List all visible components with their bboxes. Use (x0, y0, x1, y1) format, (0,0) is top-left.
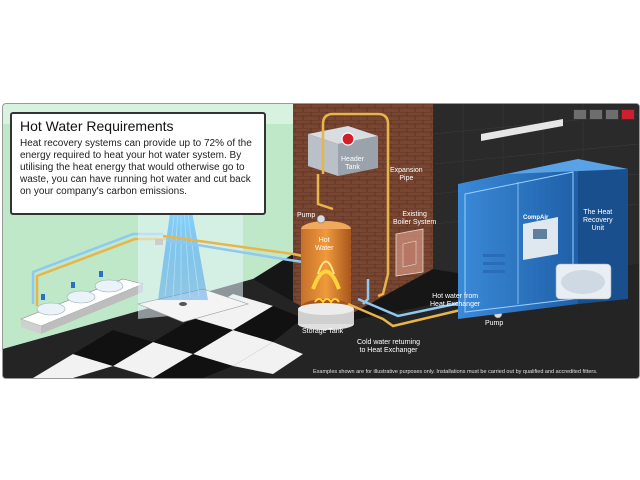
label-pump-top: Pump (297, 212, 316, 219)
disclaimer: Examples shown are for illustrative purp… (313, 369, 598, 375)
label-pump-bottom: Pump (485, 320, 504, 327)
pump-top-icon (316, 214, 326, 224)
sound-button[interactable] (573, 109, 587, 120)
label-storage-tank: Storage Tank (302, 328, 344, 335)
heat-recovery-unit (458, 159, 628, 319)
uk-flag-icon[interactable] (621, 109, 635, 120)
ceiling-light (481, 119, 563, 141)
checkered-floor (33, 294, 303, 378)
storage-tank (298, 221, 354, 330)
intro-panel: Hot Water Requirements Heat recovery sys… (10, 112, 266, 215)
menu-button[interactable] (589, 109, 603, 120)
existing-boiler (395, 228, 424, 277)
brand-logo: CompAir (523, 215, 549, 221)
top-controls (573, 109, 635, 120)
intro-text: Heat recovery systems can provide up to … (20, 138, 252, 197)
page-title: Hot Water Requirements (20, 118, 174, 134)
option-button[interactable] (605, 109, 619, 120)
heat-recovery-scene (3, 104, 639, 378)
header-tank (308, 126, 378, 176)
